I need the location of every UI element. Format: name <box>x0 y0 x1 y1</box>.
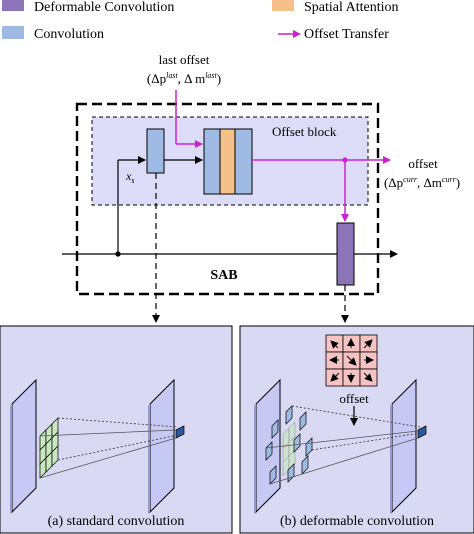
panel-b-projection-line <box>265 430 419 449</box>
panel-b-deformed-sample <box>271 419 279 439</box>
panel-a-projection-line <box>39 429 177 437</box>
panel-b-deformed-sample <box>299 411 307 431</box>
deformable-conv-block <box>336 222 355 286</box>
panel-a-projection-lines <box>57 417 179 461</box>
legend-label-convolution: Convolution <box>34 27 104 42</box>
offset-field-grid <box>325 334 378 387</box>
offset-vector-arrow <box>330 340 339 349</box>
panel-b-projection-line <box>291 405 421 428</box>
offset-vector-arrow <box>346 355 357 366</box>
panel-b-deformed-sample <box>301 455 309 475</box>
legend-swatch-convolution <box>2 26 24 39</box>
panel-a-projection-line <box>57 417 179 428</box>
panel-b-deformed-sample <box>265 441 273 461</box>
spatial-attention-block <box>219 128 236 195</box>
panel-b-deformed-samples <box>265 405 313 485</box>
last-offset-expression: (Δplast, Δ mlast) <box>147 71 221 86</box>
panel-b-deformed-sample <box>269 465 277 485</box>
conv-block <box>146 128 165 174</box>
panel-b-projection-lines-solid <box>265 430 419 485</box>
offset-field-cell <box>325 334 344 353</box>
legend-swatch-spatial-attention <box>272 0 294 11</box>
panel-a-output-plane <box>149 378 175 514</box>
panel-b-output-plane-side <box>390 404 392 514</box>
panel-standard-convolution: (a) standard convolution <box>0 325 233 534</box>
panel-b-offset-label: offset <box>339 391 369 406</box>
panel-a-frame <box>0 325 233 534</box>
panel-a-caption: (a) standard convolution <box>48 514 185 529</box>
panel-a-projection-line <box>57 434 179 461</box>
sab-label: SAB <box>210 268 237 283</box>
panel-a-output-plane-side <box>148 404 150 514</box>
panel-b-output-plane <box>391 378 417 514</box>
offset-vector-arrow <box>363 339 373 349</box>
offset-vector-arrow <box>363 372 373 382</box>
legend-label-deformable: Deformable Convolution <box>34 0 174 15</box>
panel-a-input-plane <box>11 378 37 514</box>
offset-block-label: Offset block <box>272 124 337 139</box>
panel-b-projection-lines <box>291 405 421 451</box>
legend-label-spatial-attention: Spatial Attention <box>304 0 399 15</box>
current-offset-title: offset <box>408 156 438 171</box>
panel-a-projection-line <box>39 437 177 479</box>
panel-b-output-cell <box>417 425 427 439</box>
panel-b-input-plane-side <box>254 404 256 514</box>
legend-label-offset-transfer: Offset Transfer <box>304 27 389 42</box>
panel-b-projection-line <box>269 437 419 485</box>
panel-b-caption: (b) deformable convolution <box>280 514 434 529</box>
offset-vector-arrow <box>330 372 340 382</box>
panel-deformable-convolution: offset <box>239 325 474 534</box>
offset-conv-left <box>203 128 221 195</box>
offset-vectors <box>329 338 374 383</box>
last-offset-title: last offset <box>159 52 210 67</box>
panel-b-deformed-sample <box>293 433 301 453</box>
xs-label: xs <box>125 169 134 185</box>
current-offset-expression: (Δpcurr, Δmcurr) <box>384 175 460 190</box>
panel-a-kernel-grid <box>39 417 59 479</box>
legend: Deformable Convolution Spatial Attention… <box>2 0 399 42</box>
offset-conv-right <box>234 128 253 195</box>
legend-swatch-deformable <box>2 0 24 11</box>
panel-a-projection-lines-solid <box>39 429 177 479</box>
panel-a-input-plane-side <box>10 404 12 514</box>
panel-b-deformed-sample <box>285 405 293 425</box>
sab-block <box>75 102 380 296</box>
